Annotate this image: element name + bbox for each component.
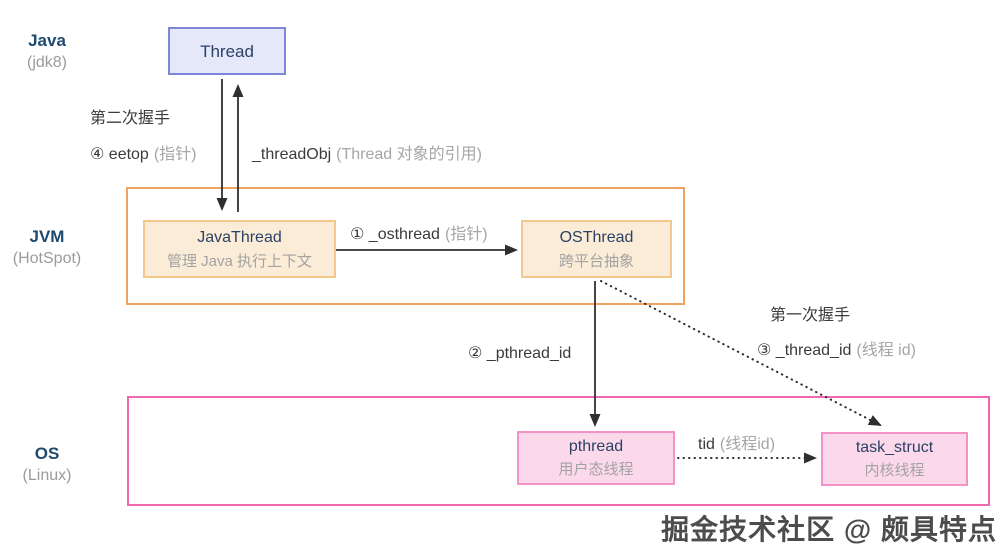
pthread-id-label-text: ② _pthread_id bbox=[468, 345, 572, 362]
layer-label-jvm: JVM (HotSpot) bbox=[2, 226, 92, 270]
node-javathread-subtitle: 管理 Java 执行上下文 bbox=[166, 253, 313, 270]
layer-jvm-title: JVM bbox=[29, 227, 65, 246]
os-container-box bbox=[127, 396, 990, 506]
layer-java-subtitle: (jdk8) bbox=[26, 54, 67, 71]
jvm-container-box bbox=[126, 187, 685, 305]
node-osthread-title: OSThread bbox=[559, 229, 634, 246]
node-javathread: JavaThread 管理 Java 执行上下文 bbox=[143, 220, 336, 278]
thread-id-label-text: ③ _thread_id bbox=[757, 342, 852, 359]
layer-os-title: OS bbox=[34, 444, 60, 463]
tid-label-note: (线程id) bbox=[719, 436, 776, 453]
node-thread: Thread bbox=[168, 27, 286, 75]
node-task-struct-subtitle: 内核线程 bbox=[864, 462, 925, 479]
layer-jvm-subtitle: (HotSpot) bbox=[12, 250, 82, 267]
node-task-struct: task_struct 内核线程 bbox=[821, 432, 968, 486]
node-thread-title: Thread bbox=[200, 41, 254, 61]
node-pthread-title: pthread bbox=[568, 438, 624, 455]
layer-label-java: Java (jdk8) bbox=[2, 30, 92, 74]
threadobj-label-note: (Thread 对象的引用) bbox=[336, 146, 482, 163]
first-handshake-label: 第一次握手 bbox=[770, 307, 851, 324]
node-pthread: pthread 用户态线程 bbox=[517, 431, 675, 485]
osthread-ptr-label-note: (指针) bbox=[444, 226, 488, 243]
osthread-ptr-label-text: ① _osthread bbox=[350, 226, 440, 243]
layer-os-subtitle: (Linux) bbox=[22, 467, 72, 484]
second-handshake-label: 第二次握手 bbox=[90, 110, 171, 127]
eetop-label-note: (指针) bbox=[153, 146, 197, 163]
node-osthread: OSThread 跨平台抽象 bbox=[521, 220, 672, 278]
thread-id-label-note: (线程 id) bbox=[856, 342, 916, 359]
node-pthread-subtitle: 用户态线程 bbox=[558, 461, 634, 478]
pthread-id-label: ② _pthread_id bbox=[468, 343, 571, 363]
osthread-ptr-label: ① _osthread(指针) bbox=[350, 220, 488, 244]
tid-label-text: tid bbox=[698, 436, 715, 453]
node-javathread-title: JavaThread bbox=[197, 229, 282, 246]
watermark-text: 掘金技术社区 @ 颇具特点 bbox=[661, 514, 997, 545]
layer-label-os: OS (Linux) bbox=[2, 443, 92, 487]
threadobj-label-text: _threadObj bbox=[252, 146, 332, 163]
eetop-label-text: ④ eetop bbox=[90, 146, 149, 163]
tid-label: tid(线程id) bbox=[698, 430, 775, 454]
thread-id-label: ③ _thread_id(线程 id) bbox=[757, 336, 916, 360]
node-task-struct-title: task_struct bbox=[855, 439, 934, 456]
node-osthread-subtitle: 跨平台抽象 bbox=[558, 253, 634, 270]
threadobj-label: _threadObj(Thread 对象的引用) bbox=[252, 140, 482, 164]
layer-java-title: Java bbox=[28, 31, 66, 50]
eetop-label: ④ eetop(指针) bbox=[90, 140, 197, 164]
